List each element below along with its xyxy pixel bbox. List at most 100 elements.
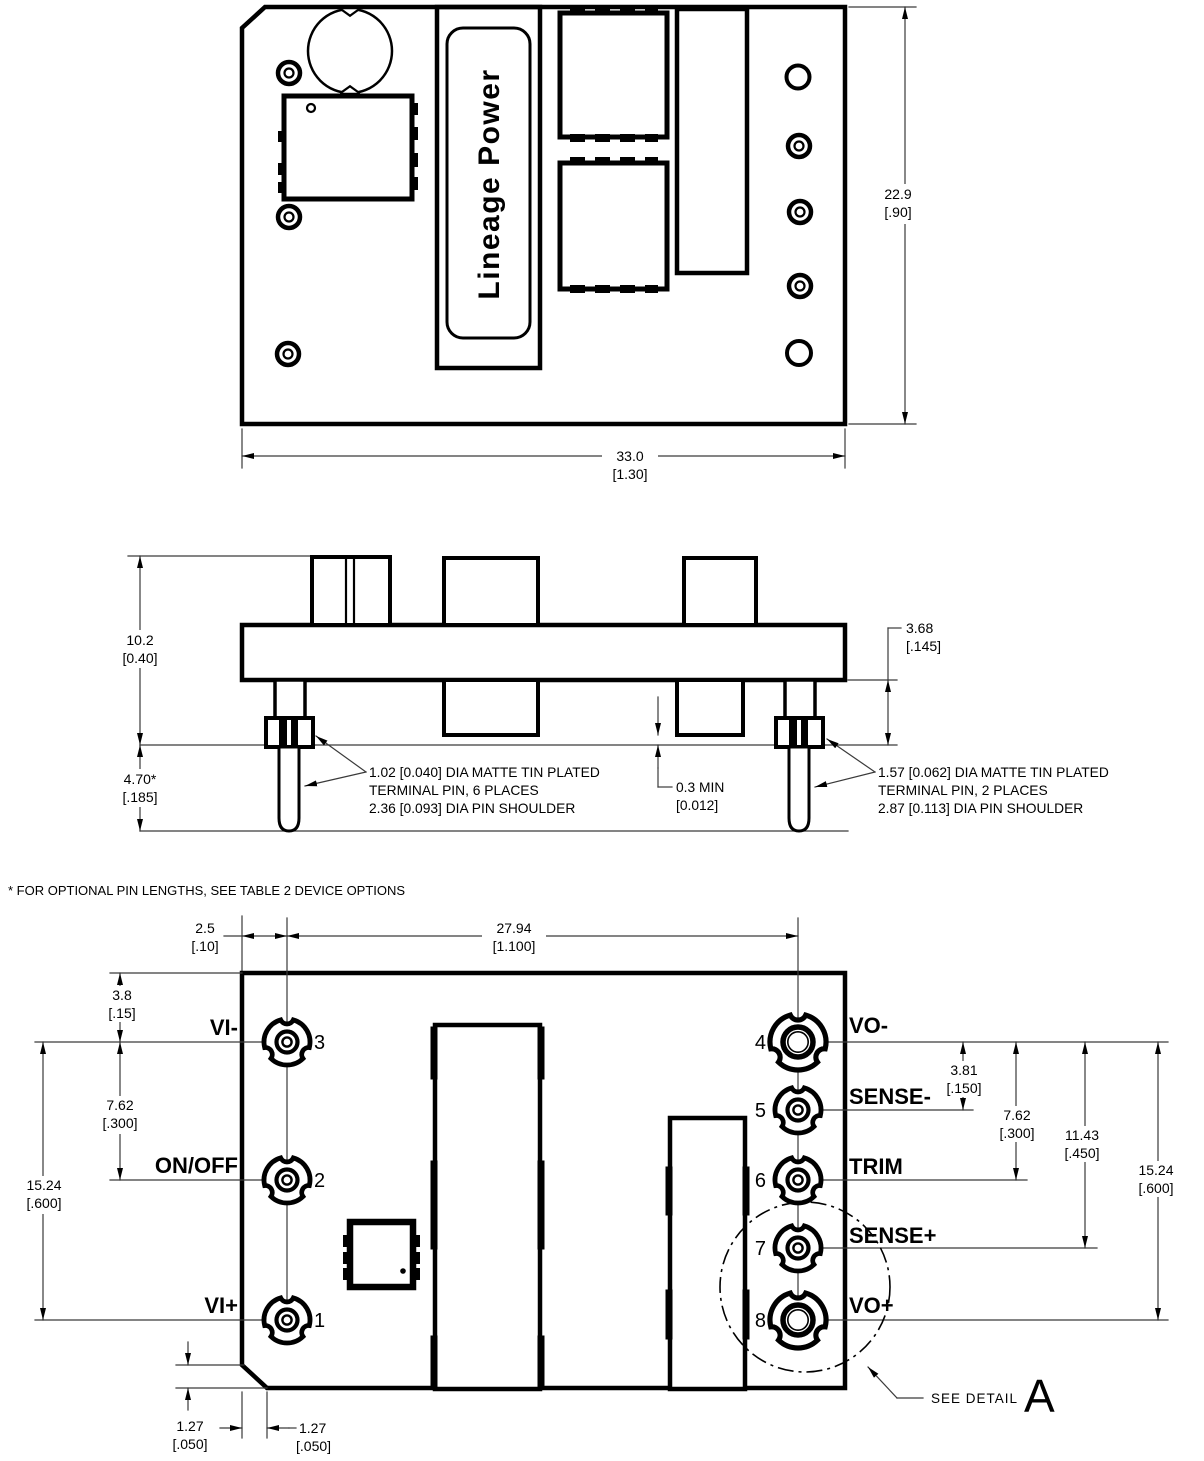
pin-labels: VI- ON/OFF VI+ VO- SENSE- TRIM SENSE+ VO… bbox=[155, 1013, 937, 1318]
dim-text: [.600] bbox=[26, 1195, 61, 1211]
dim-text: [.450] bbox=[1064, 1145, 1099, 1161]
pin-number: 1 bbox=[314, 1310, 325, 1332]
pin-number: 7 bbox=[755, 1238, 766, 1260]
pin-number: 8 bbox=[755, 1310, 766, 1332]
note-line: TERMINAL PIN, 6 PLACES bbox=[369, 783, 539, 798]
pin-label-sense-neg: SENSE- bbox=[849, 1084, 931, 1109]
pad-pin-3 bbox=[264, 1020, 310, 1065]
pin-number: 5 bbox=[755, 1100, 766, 1122]
dim-standoff: 3.68 [.145] bbox=[885, 620, 941, 746]
dim-left-span: 15.24 [.600] bbox=[16, 1041, 72, 1321]
pin-label-trim: TRIM bbox=[849, 1154, 903, 1179]
dim-text: 15.24 bbox=[26, 1177, 61, 1193]
dim-text: [.15] bbox=[108, 1005, 135, 1021]
dim-right-2: 7.62 [.300] bbox=[992, 1041, 1042, 1181]
dim-text: [.150] bbox=[946, 1080, 981, 1096]
note-line: 2.87 [0.113] DIA PIN SHOULDER bbox=[878, 801, 1083, 816]
dim-text: 1.27 bbox=[176, 1418, 203, 1434]
core-slot-left bbox=[430, 1022, 545, 1392]
pad-pin-7 bbox=[775, 1226, 821, 1271]
dim-text: [.145] bbox=[906, 638, 941, 654]
dim-top-width: 33.0 [1.30] bbox=[241, 428, 846, 482]
dim-text: 7.62 bbox=[106, 1097, 133, 1113]
dim-text: [.90] bbox=[884, 204, 911, 220]
terminal-pin-left bbox=[264, 678, 315, 833]
note-line: TERMINAL PIN, 2 PLACES bbox=[878, 783, 1048, 798]
round-core bbox=[306, 7, 394, 95]
bottom-ic bbox=[343, 1218, 420, 1291]
fet-package-1 bbox=[557, 7, 670, 142]
dim-text: [.300] bbox=[102, 1115, 137, 1131]
module-body-outline bbox=[239, 4, 848, 427]
pad-pin-6 bbox=[775, 1158, 821, 1203]
pin-label-vi-pos: VI+ bbox=[204, 1293, 238, 1318]
signal-pin-note: 1.02 [0.040] DIA MATTE TIN PLATED TERMIN… bbox=[304, 735, 600, 816]
dim-text: 3.8 bbox=[112, 987, 132, 1003]
brand-text: Lineage Power bbox=[473, 68, 506, 299]
pad-pin-1 bbox=[264, 1298, 310, 1343]
dim-text: 1.27 bbox=[299, 1420, 326, 1436]
dim-text: 10.2 bbox=[126, 632, 153, 648]
dim-text: [1.100] bbox=[493, 938, 536, 954]
dim-clearance: 0.3 MIN [0.012] bbox=[655, 696, 724, 813]
dim-text: [1.30] bbox=[612, 466, 647, 482]
dim-text: [.600] bbox=[1138, 1180, 1173, 1196]
pin-number: 4 bbox=[755, 1032, 766, 1054]
dim-text: 3.81 bbox=[950, 1062, 977, 1078]
bottom-components bbox=[442, 678, 745, 737]
pin-hole bbox=[784, 63, 814, 367]
top-view: Lineage Power bbox=[239, 4, 924, 482]
pad-pin-4 bbox=[770, 1015, 826, 1070]
note-line: 1.02 [0.040] DIA MATTE TIN PLATED bbox=[369, 765, 600, 780]
dim-text: [0.40] bbox=[122, 650, 157, 666]
see-detail-callout: SEE DETAIL A bbox=[867, 1366, 1055, 1422]
dim-text: [.050] bbox=[296, 1438, 331, 1454]
core-notch-bottom bbox=[339, 84, 361, 95]
pad-pin-8 bbox=[770, 1293, 826, 1348]
footnote: * FOR OPTIONAL PIN LENGTHS, SEE TABLE 2 … bbox=[8, 883, 405, 898]
see-detail-text: SEE DETAIL bbox=[931, 1391, 1018, 1406]
note-line: 2.36 [0.093] DIA PIN SHOULDER bbox=[369, 801, 575, 816]
side-view: 10.2 [0.40] 4.70* [.185] 3.68 [.145] 0.3… bbox=[112, 555, 1109, 833]
pin-label-vi-neg: VI- bbox=[210, 1015, 238, 1040]
pin-label-onoff: ON/OFF bbox=[155, 1153, 238, 1178]
dim-text: 7.62 bbox=[1003, 1107, 1030, 1123]
core-notch-top bbox=[339, 7, 361, 18]
pin-label-vo-neg: VO- bbox=[849, 1013, 888, 1038]
power-pin-note: 1.57 [0.062] DIA MATTE TIN PLATED TERMIN… bbox=[814, 738, 1109, 816]
bottom-view: 2.5 [.10] 27.94 [1.100] VI- ON/OFF VI+ bbox=[16, 915, 1184, 1454]
pin-label-sense-pos: SENSE+ bbox=[849, 1223, 936, 1248]
pad-pin-2 bbox=[264, 1158, 310, 1203]
dim-right-1: 3.81 [.150] bbox=[940, 1041, 988, 1111]
brand-label-block: Lineage Power bbox=[434, 4, 543, 371]
fet-package-2 bbox=[557, 157, 670, 293]
dim-pin-offset: 2.5 [.10] bbox=[191, 920, 288, 954]
detail-a-circle bbox=[719, 1201, 891, 1373]
dim-text: 22.9 bbox=[884, 186, 911, 202]
pad-pin-5 bbox=[775, 1088, 821, 1133]
pin-number: 3 bbox=[314, 1032, 325, 1054]
dim-side-height: 10.2 [0.40] bbox=[114, 555, 166, 746]
dim-text: 33.0 bbox=[616, 448, 643, 464]
pin-label-vo-pos: VO+ bbox=[849, 1293, 894, 1318]
note-line: 1.57 [0.062] DIA MATTE TIN PLATED bbox=[878, 765, 1109, 780]
pin-number: 6 bbox=[755, 1170, 766, 1192]
dim-top-height: 22.9 [.90] bbox=[848, 6, 924, 425]
dim-text: [.185] bbox=[122, 789, 157, 805]
dim-text: 2.5 bbox=[195, 920, 215, 936]
core-slot-right bbox=[665, 1115, 750, 1392]
dim-text: [.10] bbox=[191, 938, 218, 954]
body-bar bbox=[239, 622, 848, 683]
dim-text: 4.70* bbox=[124, 771, 157, 787]
dim-text: [.300] bbox=[999, 1125, 1034, 1141]
controller-ic bbox=[278, 93, 418, 202]
dim-text: [0.012] bbox=[676, 798, 718, 813]
dim-right-3: 11.43 [.450] bbox=[1055, 1041, 1109, 1249]
dim-text: 0.3 MIN bbox=[676, 780, 724, 795]
pin-number: 2 bbox=[314, 1170, 325, 1192]
top-components bbox=[310, 555, 758, 627]
dim-text: 3.68 bbox=[906, 620, 933, 636]
dim-text: 11.43 bbox=[1065, 1127, 1099, 1143]
